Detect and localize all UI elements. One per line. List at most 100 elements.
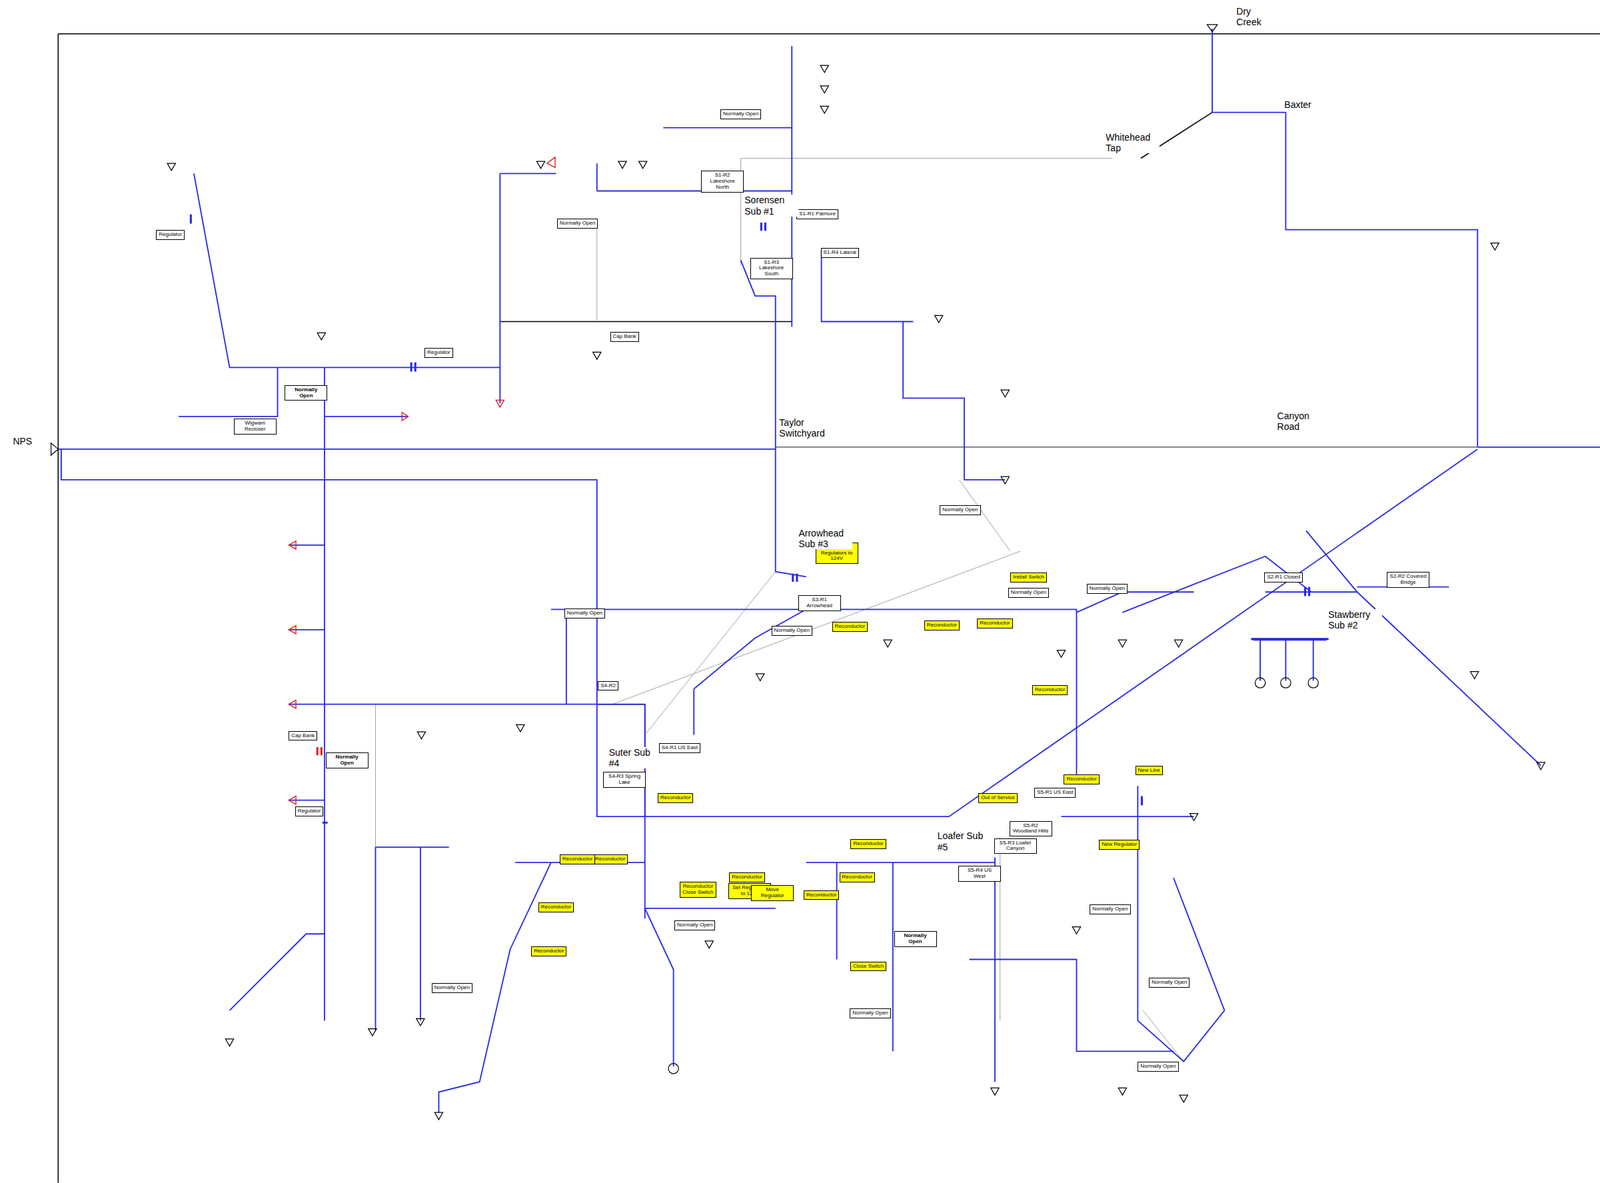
- status-box: Cap Bank: [610, 331, 640, 342]
- box-text: S5-R2 Woodland Hills: [1012, 822, 1050, 835]
- status-box: S1-R2 Lakeshore North: [701, 170, 744, 192]
- station-label: Sorensen Sub #1: [743, 194, 799, 216]
- box-text: Reconductor: [842, 874, 873, 881]
- station-label: Taylor Switchyard: [778, 417, 840, 439]
- box-text: Normally Open: [434, 984, 470, 991]
- action-callout: Move Regulator: [751, 884, 794, 901]
- box-text: Regulator: [158, 231, 182, 238]
- status-box: S2-R1 Closed: [1264, 572, 1303, 583]
- box-text: Normally Open: [1092, 906, 1128, 913]
- box-text: Normally Open: [677, 922, 713, 929]
- station-label: Dry Creek: [1235, 5, 1277, 28]
- box-text: S1-R3 Lakeshore South: [753, 259, 791, 278]
- box-text: S5-R1 US East: [1036, 789, 1073, 796]
- status-box: S1-R1 Palmure: [796, 209, 839, 220]
- action-callout: Install Switch: [1010, 572, 1047, 583]
- action-callout: Reconductor: [976, 618, 1013, 629]
- status-box: Normally Open: [849, 1008, 891, 1019]
- box-text: S2-R1 Closed: [1266, 574, 1301, 581]
- status-box: S1-R4 Lateral: [820, 247, 859, 258]
- box-text: S4-R2: [600, 683, 616, 690]
- box-text: Reconductor: [562, 856, 593, 863]
- status-box: Normally Open: [1008, 587, 1049, 598]
- box-text: Normally Open: [559, 220, 596, 227]
- box-text: S1-R1 Palmure: [799, 211, 836, 218]
- station-label: NPS: [11, 435, 33, 447]
- action-callout: Reconductor: [1063, 774, 1099, 785]
- box-text: Install Switch: [1012, 574, 1045, 581]
- status-box: Wigwam Recloser: [233, 418, 277, 435]
- box-text: Reconductor: [1066, 776, 1097, 783]
- box-text: Normally Open: [328, 754, 366, 767]
- status-box: S4-R2: [597, 681, 619, 692]
- status-box: S4-R1 US East: [659, 743, 701, 754]
- box-text: Reconductor: [682, 883, 714, 890]
- status-box: Normally Open: [939, 505, 981, 516]
- station-label: Arrowhead Sub #3: [797, 527, 853, 550]
- box-text: Normally Open: [896, 932, 935, 945]
- status-box: Normally Open: [1137, 1061, 1179, 1072]
- status-box: Normally Open: [325, 752, 369, 769]
- status-box: Normally Open: [720, 109, 762, 120]
- status-box: Normally Open: [1089, 904, 1131, 915]
- action-callout: Reconductor: [832, 621, 868, 632]
- box-text: Regulator: [297, 808, 322, 815]
- status-box: Normally Open: [431, 982, 473, 993]
- box-text: Normally Open: [1151, 979, 1187, 986]
- box-text: S2-R2 Covered Bridge: [1389, 573, 1427, 586]
- action-callout: New Regulator: [1098, 839, 1140, 850]
- action-callout: Reconductor: [559, 854, 596, 865]
- status-box: S2-R2 Covered Bridge: [1386, 571, 1430, 588]
- status-box: Normally Open: [894, 930, 937, 947]
- box-text: Normally Open: [1089, 585, 1125, 592]
- box-text: Reconductor: [852, 840, 883, 847]
- action-callout: Reconductor: [850, 838, 886, 849]
- box-text: Reconductor: [533, 948, 564, 955]
- box-text: Reconductor: [1034, 687, 1065, 694]
- box-text: Reconductor: [541, 904, 572, 911]
- action-callout: Reconductor: [592, 854, 628, 865]
- station-label: Loafer Sub #5: [936, 830, 985, 852]
- box-text: Out of Service: [980, 795, 1015, 801]
- box-text: Reconductor: [595, 856, 626, 863]
- status-box: Normally Open: [1148, 977, 1190, 988]
- box-text: S5-R4 US West: [960, 867, 999, 880]
- box-text: S5-R3 Loafer Canyon: [996, 840, 1035, 853]
- box-text: S1-R4 Lateral: [823, 249, 857, 256]
- station-label: Suter Sub #4: [608, 747, 657, 769]
- status-box: S3-R1 Arrowhead: [798, 595, 841, 612]
- status-box: Normally Open: [674, 920, 716, 931]
- status-box: S5-R1 US East: [1034, 787, 1076, 798]
- status-box: Regulator: [295, 806, 324, 817]
- box-text: Reconductor: [660, 795, 691, 801]
- status-box: Normally Open: [284, 385, 328, 402]
- status-box: Normally Open: [564, 608, 606, 619]
- action-callout: Reconductor: [657, 793, 694, 803]
- action-callout: ReconductorClose Switch: [679, 881, 716, 898]
- action-callout: Reconductor: [729, 872, 765, 883]
- box-text: New Line: [1138, 767, 1161, 774]
- box-text: Reconductor: [731, 874, 762, 881]
- box-text: Close Switch: [852, 963, 884, 970]
- box-text: New Regulator: [1101, 841, 1137, 848]
- station-label: Whitehead Tap: [1104, 131, 1160, 154]
- box-text: Normally Open: [1140, 1063, 1176, 1070]
- status-box: Cap Bank: [288, 731, 318, 742]
- box-text: Reconductor: [979, 620, 1010, 627]
- box-text: Normally Open: [774, 627, 810, 634]
- action-callout: Close Switch: [850, 961, 887, 972]
- station-label: Canyon Road: [1276, 410, 1325, 432]
- box-text: Cap Bank: [613, 333, 637, 340]
- box-text: S4-R1 US East: [661, 745, 698, 752]
- status-box: S5-R3 Loafer Canyon: [994, 838, 1037, 855]
- box-text: S1-R2 Lakeshore North: [703, 172, 742, 190]
- box-text: Normally Open: [852, 1010, 888, 1017]
- box-text: S4-R3 Spring Lake: [605, 773, 644, 786]
- box-text: S3-R1 Arrowhead: [800, 597, 839, 610]
- status-box: Normally Open: [1086, 583, 1128, 594]
- action-callout: Reconductor: [803, 890, 839, 901]
- box-text: Close Switch: [682, 889, 714, 896]
- status-box: S4-R3 Spring Lake: [603, 771, 646, 788]
- action-callout: Out of Service: [978, 793, 1018, 803]
